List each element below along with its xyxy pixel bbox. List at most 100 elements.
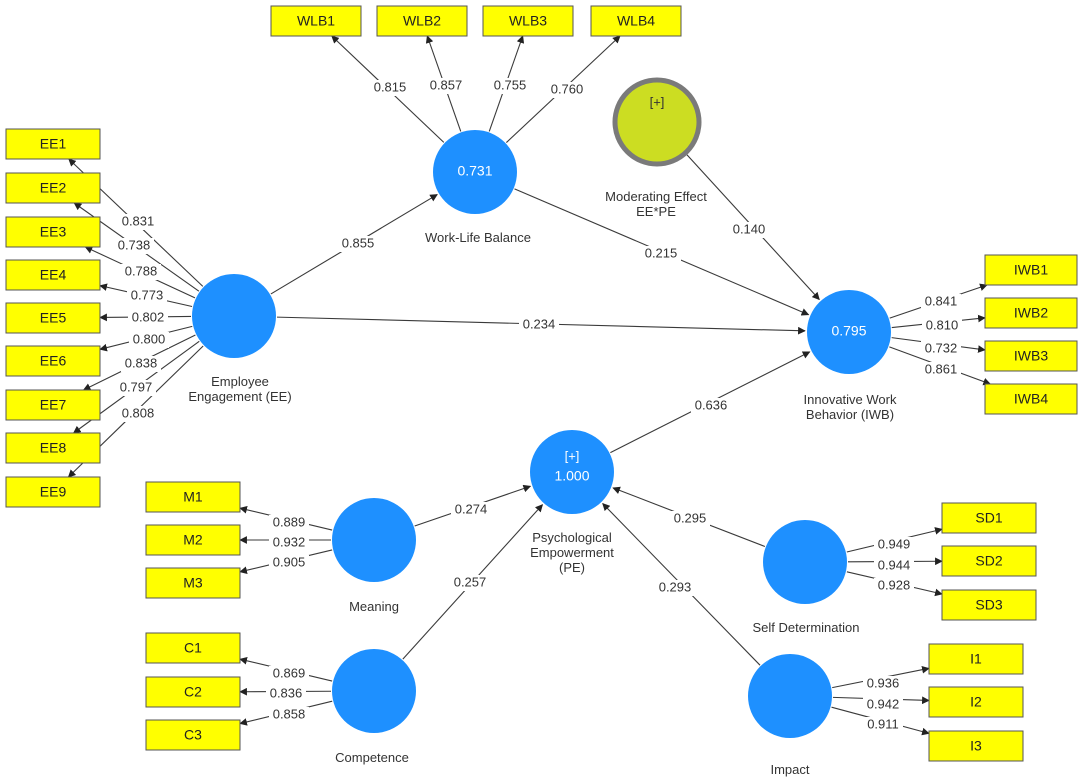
loading-value-iwb4-bg [921,362,961,378]
loading-value-ee3: 0.788 [125,263,158,278]
indicator-ee5-label: EE5 [40,310,67,326]
loading-value-c3: 0.858 [273,706,306,721]
path-coef-wlb-iwb: 0.215 [645,245,678,260]
construct-moderating-effect-ee-pe[interactable]: [+] [612,77,702,167]
indicator-wlb3[interactable]: WLB3 [482,5,574,37]
construct-meaning-name: Meaning [349,599,399,614]
indicator-iwb1-label: IWB1 [1014,262,1048,278]
indicator-ee1-label: EE1 [40,136,67,152]
indicator-i3-box [928,730,1024,762]
indicator-ee5[interactable]: EE5 [5,302,101,334]
indicator-ee8[interactable]: EE8 [5,432,101,464]
loading-value-ee2: 0.738 [118,237,151,252]
construct-impact[interactable] [748,654,832,738]
indicator-ee4[interactable]: EE4 [5,259,101,291]
path-coef-pe-iwb: 0.636 [695,397,728,412]
indicator-iwb4[interactable]: IWB4 [984,383,1078,415]
loading-value-c1-bg [269,666,309,682]
loading-value-ee9-bg [118,406,158,422]
indicator-wlb1-box [270,5,362,37]
indicator-wlb4-box [590,5,682,37]
loading-value-ee3-bg [121,264,161,280]
indicator-sd1[interactable]: SD1 [941,502,1037,534]
indicator-c3-box [145,719,241,751]
indicator-m1[interactable]: M1 [145,481,241,513]
construct-meaning[interactable] [332,498,416,582]
indicator-wlb4[interactable]: WLB4 [590,5,682,37]
indicator-c1[interactable]: C1 [145,632,241,664]
construct-meaning-circle [332,498,416,582]
loading-value-ee4-bg [127,288,167,304]
loading-value-sd1: 0.949 [878,536,911,551]
indicator-c2-box [145,676,241,708]
indicator-sd1-box [941,502,1037,534]
indicator-ee3[interactable]: EE3 [5,216,101,248]
loading-value-wlb1: 0.815 [374,79,407,94]
indicator-iwb3-box [984,340,1078,372]
indicator-iwb1[interactable]: IWB1 [984,254,1078,286]
indicator-i1[interactable]: I1 [928,643,1024,675]
construct-innovative-work-behavior-iwb[interactable]: 0.795 [807,290,891,374]
indicator-i2[interactable]: I2 [928,686,1024,718]
indicator-wlb1[interactable]: WLB1 [270,5,362,37]
loading-value-m3: 0.905 [273,554,306,569]
indicator-sd1-label: SD1 [975,510,1002,526]
indicator-ee9[interactable]: EE9 [5,476,101,508]
indicator-ee8-box [5,432,101,464]
indicator-wlb2[interactable]: WLB2 [376,5,468,37]
indicator-c3[interactable]: C3 [145,719,241,751]
path-coef-ee-iwb: 0.234 [523,316,556,331]
indicator-iwb2[interactable]: IWB2 [984,297,1078,329]
loading-value-ee1: 0.831 [122,213,155,228]
indicator-ee6[interactable]: EE6 [5,345,101,377]
loading-value-m2-bg [269,535,309,551]
indicator-ee3-box [5,216,101,248]
loading-value-c2: 0.836 [270,685,303,700]
construct-self-determination-circle [763,520,847,604]
indicator-ee7[interactable]: EE7 [5,389,101,421]
indicator-m3-box [145,567,241,599]
loading-value-i1-bg [863,676,903,692]
indicator-sd2[interactable]: SD2 [941,545,1037,577]
construct-psychological-empowerment-pe-marker[interactable]: [+] [565,448,580,463]
indicator-iwb3[interactable]: IWB3 [984,340,1078,372]
construct-self-determination-name: Self Determination [753,620,860,635]
construct-moderating-effect-ee-pe-marker[interactable]: [+] [650,94,665,109]
construct-competence[interactable] [332,649,416,733]
loading-value-ee1-bg [118,214,158,230]
path-coef-ee-wlb: 0.855 [342,235,375,250]
indicator-sd2-box [941,545,1037,577]
construct-work-life-balance-name: Work-Life Balance [425,230,531,245]
indicator-iwb4-label: IWB4 [1014,391,1048,407]
path-coef-c-pe: 0.257 [454,574,487,589]
path-coef-imp-pe: 0.293 [659,579,692,594]
construct-psychological-empowerment-pe[interactable]: [+]1.000 [530,430,614,514]
construct-work-life-balance[interactable]: 0.731 [433,130,517,214]
loading-value-ee5-bg [128,310,168,326]
indicator-m2-box [145,524,241,556]
indicator-i3[interactable]: I3 [928,730,1024,762]
indicator-wlb2-box [376,5,468,37]
construct-work-life-balance-circle [433,130,517,214]
path-coef-imp-pe-bg [655,580,695,596]
indicator-m3[interactable]: M3 [145,567,241,599]
indicator-ee1[interactable]: EE1 [5,128,101,160]
indicator-sd3-box [941,589,1037,621]
loading-value-ee8: 0.797 [120,379,153,394]
construct-employee-engagement-ee[interactable] [192,274,276,358]
indicator-iwb3-label: IWB3 [1014,348,1048,364]
path-coef-ee-wlb-bg [338,236,378,252]
indicator-ee2-box [5,172,101,204]
indicator-m2[interactable]: M2 [145,524,241,556]
indicator-sd3[interactable]: SD3 [941,589,1037,621]
indicator-c2[interactable]: C2 [145,676,241,708]
construct-self-determination[interactable] [763,520,847,604]
indicator-ee7-label: EE7 [40,397,67,413]
indicator-ee2[interactable]: EE2 [5,172,101,204]
path-coef-c-pe-bg [450,575,490,591]
indicator-i2-box [928,686,1024,718]
loading-value-sd3: 0.928 [878,577,911,592]
indicator-ee2-label: EE2 [40,180,67,196]
